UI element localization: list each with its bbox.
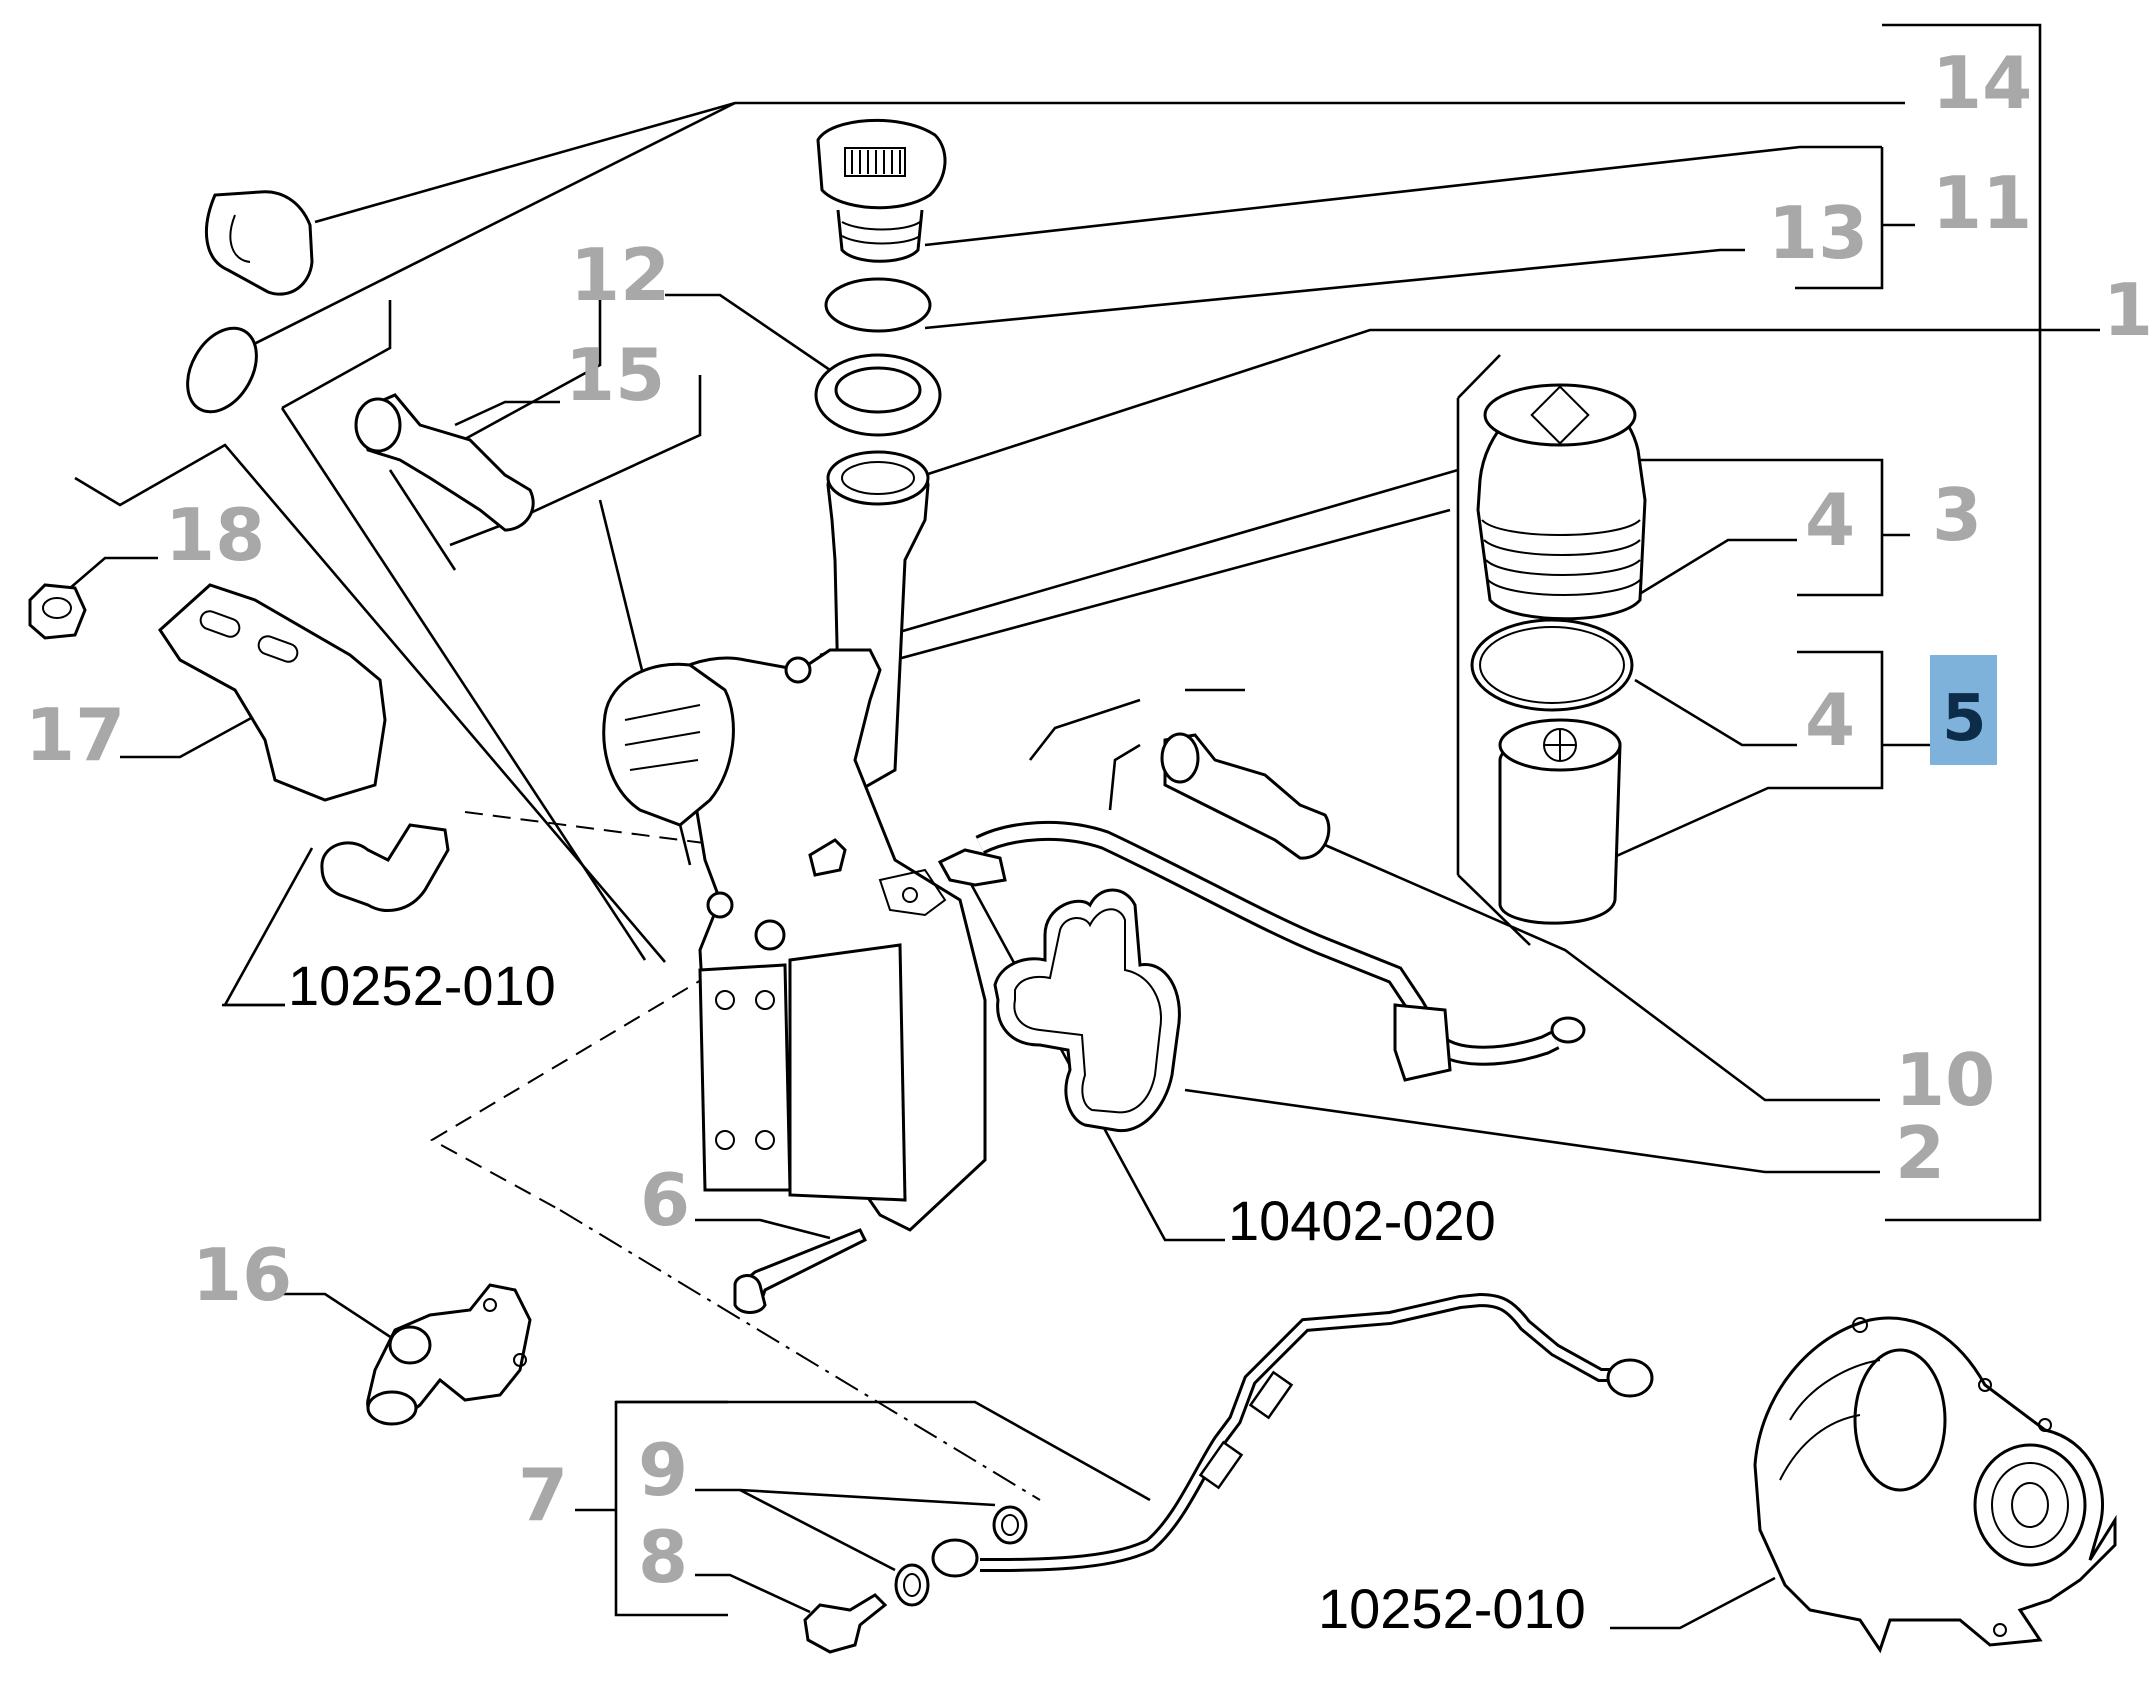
callout-12[interactable]: 12 [570, 233, 670, 317]
callout-14[interactable]: 14 [1932, 41, 2032, 125]
o-ring-13 [824, 277, 932, 333]
callout-labels: 14 11 13 1 12 15 18 17 4 3 4 5 10 2 6 16… [25, 41, 2153, 1599]
callout-18[interactable]: 18 [165, 493, 265, 577]
callout-1[interactable]: 1 [2103, 268, 2153, 352]
hose-left [320, 823, 450, 912]
callout-4a[interactable]: 4 [1805, 478, 1855, 562]
callout-15[interactable]: 15 [565, 333, 665, 417]
reference-labels: 10252-010 10402-020 10252-010 [288, 954, 1586, 1640]
turbocharger [1753, 1316, 2117, 1654]
callout-5[interactable]: 5 [1942, 682, 1987, 756]
sensor-10 [1160, 732, 1331, 860]
bracket-17 [158, 583, 387, 802]
washer-9b [894, 1563, 930, 1607]
callout-13[interactable]: 13 [1768, 191, 1868, 275]
callout-17[interactable]: 17 [25, 693, 125, 777]
callout-11[interactable]: 11 [1932, 161, 2032, 245]
o-ring-4 [1470, 618, 1634, 712]
pipe-10 [937, 820, 1586, 1082]
ref-10402-020[interactable]: 10402-020 [1228, 1189, 1496, 1252]
filler-cap-13 [816, 118, 947, 263]
bolt-6 [733, 1228, 868, 1314]
sensor-15 [354, 393, 535, 532]
oil-feed-pipe-7 [931, 1292, 1654, 1578]
bolt-8 [803, 1593, 888, 1654]
filter-cap-3 [1476, 383, 1647, 621]
washer-9a [992, 1505, 1028, 1545]
seal-ring-12 [814, 353, 942, 437]
ref-10252-010-bottom[interactable]: 10252-010 [1318, 1577, 1586, 1640]
filter-element-5 [1498, 718, 1622, 925]
ref-10252-010-left[interactable]: 10252-010 [288, 954, 556, 1017]
callout-4b[interactable]: 4 [1805, 678, 1855, 762]
callout-7[interactable]: 7 [518, 1453, 568, 1537]
seal-part-14a [204, 190, 314, 296]
callout-9[interactable]: 9 [638, 1428, 688, 1512]
callout-10[interactable]: 10 [1895, 1038, 1995, 1122]
callout-6[interactable]: 6 [640, 1158, 690, 1242]
gasket-2 [993, 888, 1181, 1133]
callout-3[interactable]: 3 [1932, 473, 1982, 557]
callout-2[interactable]: 2 [1895, 1111, 1945, 1195]
oil-filter-housing [602, 648, 987, 1232]
coolant-housing-16 [366, 1283, 532, 1426]
callout-16[interactable]: 16 [192, 1233, 292, 1317]
seal-part-14b [186, 326, 258, 414]
nut-18 [28, 583, 87, 640]
callout-5-highlight [1930, 655, 1997, 765]
callout-8[interactable]: 8 [638, 1515, 688, 1599]
